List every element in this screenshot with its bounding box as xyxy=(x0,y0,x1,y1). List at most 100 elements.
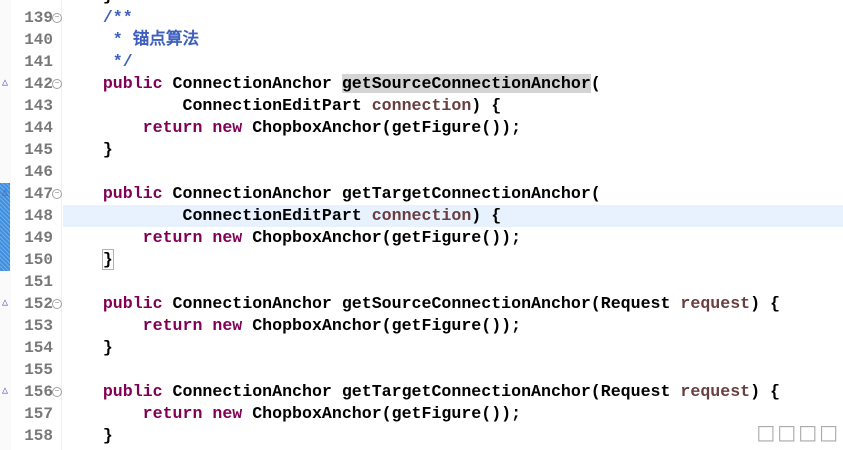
code-text[interactable]: ConnectionEditPart connection) { xyxy=(63,95,843,117)
code-token: } xyxy=(63,140,113,159)
code-text[interactable]: public ConnectionAnchor getSourceConnect… xyxy=(63,293,843,315)
line-number: 157 xyxy=(24,405,53,423)
keyword: new xyxy=(212,404,243,423)
code-line[interactable]: 153 return new ChopboxAnchor(getFigure()… xyxy=(0,315,843,337)
line-number: 158 xyxy=(24,427,53,445)
code-line[interactable]: 158 } xyxy=(0,425,843,447)
code-token xyxy=(202,316,212,335)
code-token: ConnectionEditPart xyxy=(63,96,372,115)
override-indicator-icon[interactable]: △ xyxy=(2,188,9,199)
code-text[interactable]: return new ChopboxAnchor(getFigure()); xyxy=(63,403,843,425)
code-line[interactable]: 141 */ xyxy=(0,51,843,73)
code-text[interactable]: */ xyxy=(63,51,843,73)
parameter: request xyxy=(680,294,751,313)
code-token xyxy=(63,382,103,401)
line-number: 144 xyxy=(24,119,53,137)
code-text[interactable]: return new ChopboxAnchor(getFigure()); xyxy=(63,227,843,249)
code-text[interactable] xyxy=(63,359,843,381)
code-text[interactable]: ConnectionEditPart connection) { xyxy=(63,205,843,227)
keyword: new xyxy=(212,118,243,137)
code-text[interactable]: /** xyxy=(63,7,843,29)
code-line[interactable]: 157 return new ChopboxAnchor(getFigure()… xyxy=(0,403,843,425)
code-line[interactable]: △ 152− public ConnectionAnchor getSourceC… xyxy=(0,293,843,315)
code-text[interactable]: * 锚点算法 xyxy=(63,29,843,51)
code-line[interactable]: 143 ConnectionEditPart connection) { xyxy=(0,95,843,117)
code-line[interactable]: 151 xyxy=(0,271,843,293)
line-number: 151 xyxy=(24,273,53,291)
line-number: 156 xyxy=(24,383,53,401)
code-line[interactable]: 140 * 锚点算法 xyxy=(0,29,843,51)
code-text[interactable] xyxy=(63,271,843,293)
code-line[interactable]: △ 142− public ConnectionAnchor getSourceC… xyxy=(0,73,843,95)
code-text[interactable]: public ConnectionAnchor getSourceConnect… xyxy=(63,73,843,95)
code-line[interactable]: 145 } xyxy=(0,139,843,161)
quick-diff-change-bar[interactable] xyxy=(0,183,10,271)
code-text[interactable]: } xyxy=(63,337,843,359)
code-text[interactable]: } xyxy=(63,0,843,7)
line-number: 143 xyxy=(24,97,53,115)
code-token xyxy=(202,228,212,247)
fold-collapse-icon[interactable]: − xyxy=(52,387,62,397)
code-text[interactable]: public ConnectionAnchor getTargetConnect… xyxy=(63,381,843,403)
code-token xyxy=(63,404,143,423)
code-text[interactable] xyxy=(63,161,843,183)
code-token: } xyxy=(63,426,113,445)
line-number: 145 xyxy=(24,141,53,159)
code-token: ChopboxAnchor(getFigure()); xyxy=(242,404,522,423)
code-token xyxy=(63,74,103,93)
code-line[interactable]: △147− public ConnectionAnchor getTargetC… xyxy=(0,183,843,205)
keyword: public xyxy=(102,184,163,203)
code-token: ChopboxAnchor(getFigure()); xyxy=(242,228,522,247)
override-indicator-icon[interactable]: △ xyxy=(2,78,9,89)
code-text[interactable]: } xyxy=(63,249,843,271)
code-token: ConnectionAnchor getTargetConnectionAnch… xyxy=(162,382,681,401)
keyword: return xyxy=(142,118,203,137)
line-number: 142 xyxy=(24,75,53,93)
keyword: new xyxy=(212,228,243,247)
code-token: ) { xyxy=(750,294,780,313)
code-line[interactable]: 146 xyxy=(0,161,843,183)
line-number: 138 xyxy=(11,0,53,7)
code-text[interactable]: public ConnectionAnchor getTargetConnect… xyxy=(63,183,843,205)
code-line[interactable]: 149 return new ChopboxAnchor(getFigure()… xyxy=(0,227,843,249)
code-line[interactable]: 155 xyxy=(0,359,843,381)
code-line[interactable]: 138 } xyxy=(0,0,843,7)
code-token: ) { xyxy=(750,382,780,401)
code-token: ConnectionEditPart xyxy=(63,206,372,225)
code-line[interactable]: 139− /** xyxy=(0,7,843,29)
code-text[interactable]: } xyxy=(63,139,843,161)
code-token xyxy=(63,294,103,313)
line-number: 152 xyxy=(24,295,53,313)
code-line[interactable]: 150 } xyxy=(0,249,843,271)
keyword: public xyxy=(102,294,163,313)
override-indicator-icon[interactable]: △ xyxy=(2,386,9,397)
code-line[interactable]: 154 } xyxy=(0,337,843,359)
code-token xyxy=(63,316,143,335)
keyword: new xyxy=(212,316,243,335)
code-line[interactable]: 144 return new ChopboxAnchor(getFigure()… xyxy=(0,117,843,139)
keyword: public xyxy=(102,74,163,93)
line-number: 155 xyxy=(24,361,53,379)
fold-collapse-icon[interactable]: − xyxy=(52,13,62,23)
code-line[interactable]: 148 ConnectionEditPart connection) { xyxy=(0,205,843,227)
line-number: 154 xyxy=(24,339,53,357)
code-text[interactable]: return new ChopboxAnchor(getFigure()); xyxy=(63,117,843,139)
override-indicator-icon[interactable]: △ xyxy=(2,298,9,309)
code-token: ConnectionAnchor getSourceConnectionAnch… xyxy=(162,294,681,313)
occurrence-highlight: getSourceConnectionAnchor xyxy=(341,74,591,93)
fold-collapse-icon[interactable]: − xyxy=(52,189,62,199)
line-number: 140 xyxy=(24,31,53,49)
line-number: 146 xyxy=(24,163,53,181)
code-text[interactable]: return new ChopboxAnchor(getFigure()); xyxy=(63,315,843,337)
code-token xyxy=(202,118,212,137)
fold-collapse-icon[interactable]: − xyxy=(52,79,62,89)
code-token: ConnectionAnchor getTargetConnectionAnch… xyxy=(162,184,601,203)
line-number: 150 xyxy=(24,251,53,269)
code-line[interactable]: △ 156− public ConnectionAnchor getTargetC… xyxy=(0,381,843,403)
comment: */ xyxy=(63,52,133,71)
code-text[interactable]: } xyxy=(63,425,843,447)
fold-collapse-icon[interactable]: − xyxy=(52,299,62,309)
code-token: } xyxy=(63,338,113,357)
comment: * 锚点算法 xyxy=(63,30,200,49)
